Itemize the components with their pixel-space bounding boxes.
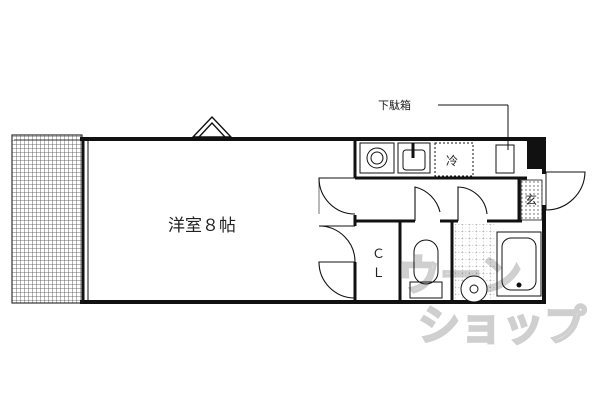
pillar	[527, 139, 546, 169]
entrance-label: 玄	[525, 192, 537, 207]
watermark-line2: ショップ	[418, 301, 586, 350]
closet-label-l: Ｌ	[372, 266, 385, 281]
closet-label-c: Ｃ	[372, 247, 385, 262]
fridge-label: 冷	[446, 154, 458, 168]
interior-walls	[353, 139, 527, 302]
shoe-box	[495, 144, 515, 174]
entrance-floor	[520, 179, 543, 221]
shoe-box-leader	[438, 104, 509, 150]
kitchen	[359, 142, 474, 177]
vent-marker	[191, 115, 233, 138]
door-swings	[318, 171, 586, 299]
balcony	[11, 134, 83, 304]
western-room-label: 洋室８帖	[168, 216, 236, 236]
washbasin	[460, 275, 488, 303]
bathtub	[496, 231, 542, 297]
shoe-box-label: 下駄箱	[378, 98, 411, 112]
toilet	[409, 239, 443, 299]
